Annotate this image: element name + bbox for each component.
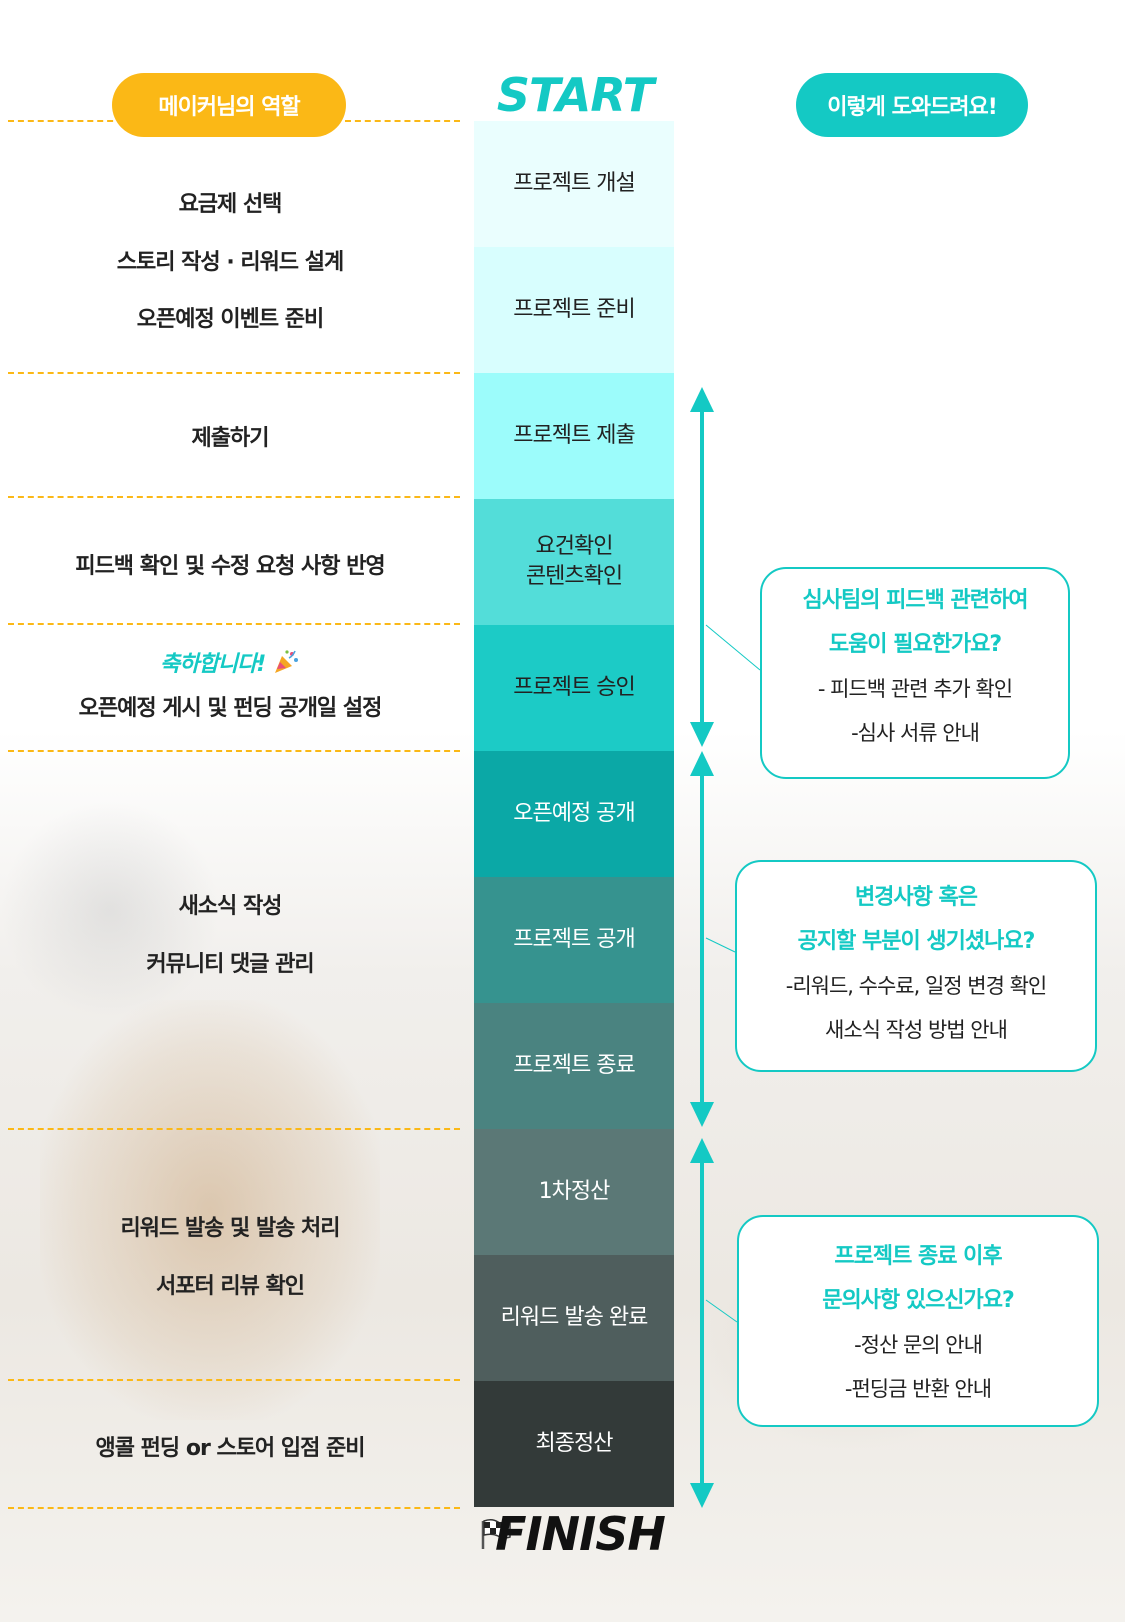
help-box-feedback: 심사팀의 피드백 관련하여 도움이 필요한가요? - 피드백 관련 추가 확인 … [760, 567, 1070, 779]
step-box: 프로젝트 승인 [474, 625, 674, 751]
step-label: 리워드 발송 완료 [500, 1305, 649, 1330]
step-label: 프로젝트 준비 [513, 297, 635, 322]
finish-label: FINISH [495, 1507, 666, 1561]
step-box: 요건확인 콘텐츠확인 [474, 499, 674, 625]
step-box: 1차정산 [474, 1129, 674, 1255]
step-box: 오픈예정 공개 [474, 751, 674, 877]
step-box: 프로젝트 준비 [474, 247, 674, 373]
help-item: 새소식 작성 방법 안내 [825, 1018, 1008, 1042]
arrow-head-up [690, 387, 714, 412]
divider [8, 623, 460, 625]
step-label: 1차정산 [538, 1179, 611, 1204]
process-steps: 프로젝트 개설 프로젝트 준비 프로젝트 제출 요건확인 콘텐츠확인 프로젝트 … [474, 121, 674, 1507]
congrats-text: 축하합니다! [160, 652, 266, 677]
help-item: - 피드백 관련 추가 확인 [817, 677, 1013, 701]
background-blur [0, 800, 220, 1020]
arrow-head-down [690, 1483, 714, 1508]
connector-line [705, 1299, 738, 1323]
role-story-reward: 스토리 작성 · 리워드 설계 [116, 250, 344, 275]
help-item: -펀딩금 반환 안내 [844, 1377, 992, 1401]
step-label: 프로젝트 제출 [513, 423, 635, 448]
role-reward-ship: 리워드 발송 및 발송 처리 [120, 1216, 340, 1241]
step-label: 프로젝트 승인 [513, 675, 635, 700]
step-box: 프로젝트 제출 [474, 373, 674, 499]
role-feedback: 피드백 확인 및 수정 요청 사항 반영 [75, 554, 385, 579]
help-item: -심사 서류 안내 [851, 721, 980, 745]
step-label: 요건확인 콘텐츠확인 [525, 534, 623, 589]
step-box: 프로젝트 종료 [474, 1003, 674, 1129]
arrow-head-up [690, 751, 714, 776]
help-item: -리워드, 수수료, 일정 변경 확인 [785, 974, 1047, 998]
arrow-head-up [690, 1138, 714, 1163]
connector-line [705, 937, 736, 953]
role-congrats: 축하합니다! [20, 646, 440, 678]
checkered-flag-icon [481, 1518, 511, 1549]
divider [8, 1379, 460, 1381]
divider [8, 372, 460, 374]
step-box: 최종정산 [474, 1381, 674, 1507]
step-label: 프로젝트 공개 [513, 927, 635, 952]
step-box: 프로젝트 공개 [474, 877, 674, 1003]
role-submit: 제출하기 [191, 426, 270, 451]
start-label: START [496, 68, 654, 122]
help-heading: 심사팀의 피드백 관련하여 [802, 588, 1029, 613]
role-open-event: 오픈예정 이벤트 준비 [136, 307, 324, 332]
help-heading: 공지할 부분이 생기셨나요? [797, 929, 1036, 954]
role-news: 새소식 작성 [178, 894, 283, 919]
step-label: 프로젝트 개설 [513, 171, 635, 196]
maker-role-pill: 메이커님의 역할 [112, 73, 346, 137]
help-heading: 프로젝트 종료 이후 [834, 1244, 1002, 1269]
divider [8, 1128, 460, 1130]
divider [8, 496, 460, 498]
help-box-after-close: 프로젝트 종료 이후 문의사항 있으신가요? -정산 문의 안내 -펀딩금 반환… [737, 1215, 1099, 1427]
step-label: 프로젝트 종료 [513, 1053, 635, 1078]
help-box-changes: 변경사항 혹은 공지할 부분이 생기셨나요? -리워드, 수수료, 일정 변경 … [735, 860, 1097, 1072]
party-popper-icon [274, 650, 298, 673]
step-box: 리워드 발송 완료 [474, 1255, 674, 1381]
step-box: 프로젝트 개설 [474, 121, 674, 247]
step-label: 최종정산 [535, 1431, 614, 1456]
arrow-head-down [690, 1102, 714, 1127]
role-open-setup: 오픈예정 게시 및 펀딩 공개일 설정 [78, 696, 383, 721]
background-blur [40, 1000, 380, 1420]
connector-line [705, 624, 761, 671]
arrow-head-down [690, 722, 714, 747]
role-review: 서포터 리뷰 확인 [156, 1274, 305, 1299]
divider [8, 1507, 460, 1509]
step-label: 오픈예정 공개 [513, 801, 635, 826]
role-community: 커뮤니티 댓글 관리 [146, 952, 314, 977]
role-plan-select: 요금제 선택 [178, 192, 283, 217]
divider [8, 120, 460, 122]
divider [8, 750, 460, 752]
help-heading: 변경사항 혹은 [854, 885, 978, 910]
help-heading: 도움이 필요한가요? [828, 632, 1002, 657]
role-encore: 앵콜 펀딩 or 스토어 입점 준비 [95, 1436, 366, 1461]
help-item: -정산 문의 안내 [854, 1333, 983, 1357]
help-heading: 문의사항 있으신가요? [822, 1288, 1015, 1313]
help-pill: 이렇게 도와드려요! [796, 73, 1028, 137]
